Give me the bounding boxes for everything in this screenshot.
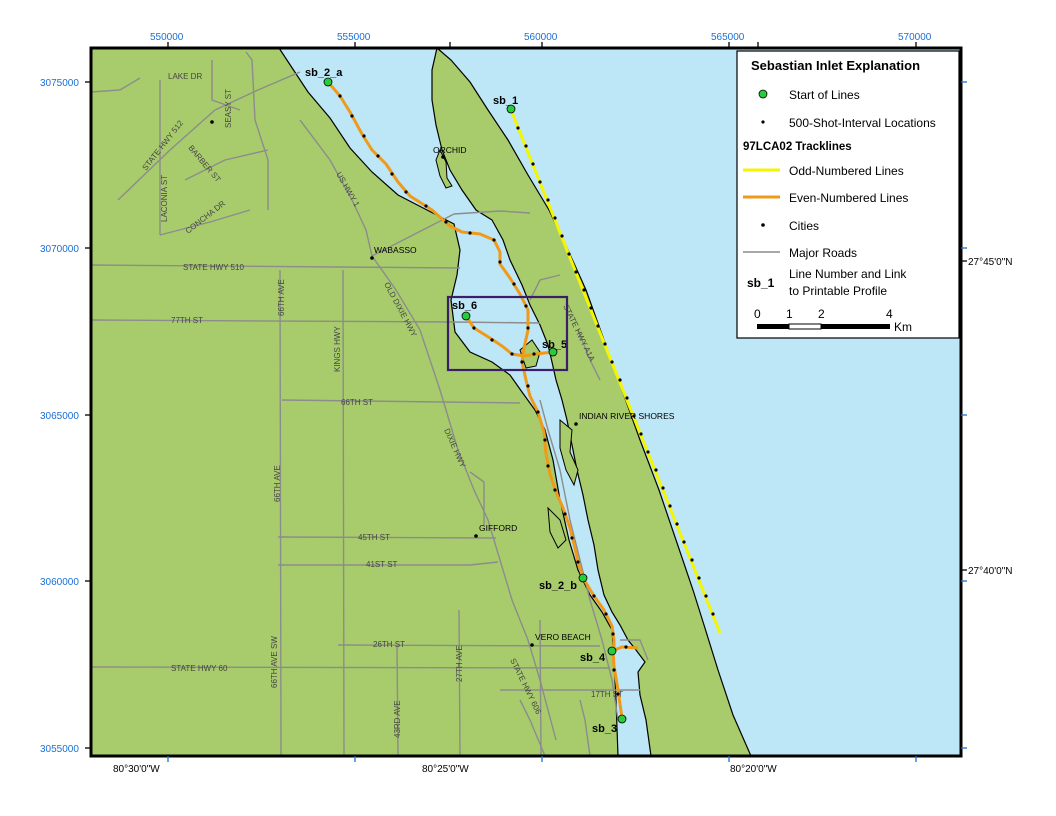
roads-layer bbox=[90, 51, 649, 757]
lon-label-80-25: 80°25'0"W bbox=[422, 764, 469, 775]
legend-subtitle: 97LCA02 Tracklines bbox=[743, 141, 852, 153]
line-label-sb-1[interactable]: sb_1 bbox=[493, 95, 518, 107]
x-tick-top-565000: 565000 bbox=[711, 32, 745, 43]
road-label-45th-st: 45TH ST bbox=[358, 533, 390, 542]
y-tick-left-3055000: 3055000 bbox=[40, 744, 79, 755]
line-label-sb-5[interactable]: sb_5 bbox=[542, 339, 567, 351]
road-label-41st-st: 41ST ST bbox=[366, 560, 398, 569]
lagoon-island-c bbox=[547, 506, 567, 549]
road-label-66th-ave-mid: 66TH AVE bbox=[273, 465, 282, 502]
legend-link-text-2: to Printable Profile bbox=[789, 284, 887, 298]
shot-interval-dots bbox=[338, 94, 715, 696]
road-label-26th-st: 26TH ST bbox=[373, 640, 405, 649]
lon-label-80-20: 80°20'0"W bbox=[730, 764, 777, 775]
city-dot-orchid bbox=[441, 155, 445, 159]
lon-label-80-30: 80°30'0"W bbox=[113, 764, 160, 775]
start-points bbox=[323, 77, 627, 724]
road-label-state-hwy-60: STATE HWY 60 bbox=[171, 664, 228, 673]
line-labels: sb_2_a sb_1 sb_6 sb_5 sb_2_b sb_4 sb_3 bbox=[305, 67, 617, 735]
city-label-orchid: ORCHID bbox=[433, 145, 467, 155]
city-label-indian-river-shores: INDIAN RIVER SHORES bbox=[579, 411, 675, 421]
road-label-66th-st: 66TH ST bbox=[341, 398, 373, 407]
city-dot bbox=[210, 120, 214, 124]
lagoon-island-b bbox=[559, 418, 579, 487]
top-ticks bbox=[167, 42, 917, 48]
scale-unit: Km bbox=[894, 320, 912, 334]
cities-layer: ORCHID WABASSO INDIAN RIVER SHORES GIFFO… bbox=[210, 120, 675, 647]
start-point-sb-2-a[interactable] bbox=[323, 77, 333, 87]
city-dot-gifford bbox=[474, 534, 478, 538]
start-point-sb-1[interactable] bbox=[506, 104, 516, 114]
line-label-sb-6[interactable]: sb_6 bbox=[452, 300, 477, 312]
even-line-sb-2-a-b bbox=[326, 81, 616, 651]
map-frame bbox=[89, 46, 963, 758]
y-tick-left-3060000: 3060000 bbox=[40, 577, 79, 588]
bottom-ticks bbox=[167, 756, 917, 762]
legend-city-symbol bbox=[761, 223, 765, 227]
y-tick-left-3065000: 3065000 bbox=[40, 411, 79, 422]
line-label-sb-2-a[interactable]: sb_2_a bbox=[305, 67, 343, 79]
legend-odd-label: Odd-Numbered Lines bbox=[789, 164, 904, 178]
city-label-gifford: GIFFORD bbox=[479, 523, 517, 533]
line-label-sb-4[interactable]: sb_4 bbox=[580, 652, 606, 664]
city-dot-vero-beach bbox=[530, 643, 534, 647]
road-label-66th-ave-sw: 66TH AVE SW bbox=[270, 636, 279, 688]
road-label-43rd-ave: 43RD AVE bbox=[393, 700, 402, 738]
city-dot-indian-river-shores bbox=[574, 422, 578, 426]
legend-road-label: Major Roads bbox=[789, 246, 857, 260]
legend-box bbox=[736, 50, 960, 339]
left-ticks bbox=[85, 81, 91, 749]
x-tick-top-570000: 570000 bbox=[898, 32, 932, 43]
start-point-sb-2-b[interactable] bbox=[578, 573, 588, 583]
lat-label-27-45: 27°45'0"N bbox=[968, 257, 1013, 268]
legend: Sebastian Inlet Explanation Start of Lin… bbox=[736, 50, 960, 339]
x-tick-top-560000: 560000 bbox=[524, 32, 558, 43]
road-label-seasy-st: SEASY ST bbox=[224, 89, 233, 128]
y-tick-left-3070000: 3070000 bbox=[40, 244, 79, 255]
y-tick-left-3075000: 3075000 bbox=[40, 78, 79, 89]
legend-sample-line-label: sb_1 bbox=[747, 276, 775, 290]
road-label-lake-dr: LAKE DR bbox=[168, 72, 202, 81]
legend-start-label: Start of Lines bbox=[789, 88, 860, 102]
legend-shot-symbol bbox=[761, 120, 765, 124]
scale-bar bbox=[757, 323, 890, 330]
road-label-27th-ave: 27TH AVE bbox=[455, 645, 464, 682]
inset-box[interactable] bbox=[446, 295, 569, 372]
start-point-sb-3[interactable] bbox=[617, 714, 627, 724]
city-dot-wabasso bbox=[370, 256, 374, 260]
legend-start-symbol bbox=[758, 89, 768, 99]
legend-shot-label: 500-Shot-Interval Locations bbox=[789, 116, 936, 130]
scale-tick-0: 0 bbox=[754, 307, 761, 321]
lagoon-spit-orchid bbox=[435, 148, 453, 189]
road-label-kings-hwy: KINGS HWY bbox=[333, 326, 342, 372]
lat-label-27-40: 27°40'0"N bbox=[968, 566, 1013, 577]
line-label-sb-2-b[interactable]: sb_2_b bbox=[539, 580, 577, 592]
road-label-17th-st: 17TH ST bbox=[591, 690, 623, 699]
scale-tick-2: 2 bbox=[818, 307, 825, 321]
legend-city-label: Cities bbox=[789, 219, 819, 233]
x-tick-top-550000: 550000 bbox=[150, 32, 184, 43]
odd-line-sb-1 bbox=[509, 109, 722, 634]
road-label-laconia-st: LACONIA ST bbox=[160, 175, 169, 222]
line-label-sb-3[interactable]: sb_3 bbox=[592, 723, 617, 735]
road-label-66th-ave-north: 66TH AVE bbox=[277, 279, 286, 316]
start-point-sb-4[interactable] bbox=[607, 646, 617, 656]
right-ticks bbox=[961, 81, 967, 749]
start-point-sb-5[interactable] bbox=[548, 347, 558, 357]
x-tick-top-555000: 555000 bbox=[337, 32, 371, 43]
road-label-state-hwy-510: STATE HWY 510 bbox=[183, 263, 244, 272]
legend-even-label: Even-Numbered Lines bbox=[789, 191, 908, 205]
scale-tick-1: 1 bbox=[786, 307, 793, 321]
legend-link-text-1: Line Number and Link bbox=[789, 267, 907, 281]
legend-title: Sebastian Inlet Explanation bbox=[751, 58, 920, 73]
road-label-77th-st: 77TH ST bbox=[171, 316, 203, 325]
even-line-sb-3 bbox=[611, 650, 624, 719]
city-label-vero-beach: VERO BEACH bbox=[535, 632, 591, 642]
start-point-sb-6[interactable] bbox=[461, 311, 471, 321]
scale-tick-4: 4 bbox=[886, 307, 893, 321]
city-label-wabasso: WABASSO bbox=[374, 245, 417, 255]
